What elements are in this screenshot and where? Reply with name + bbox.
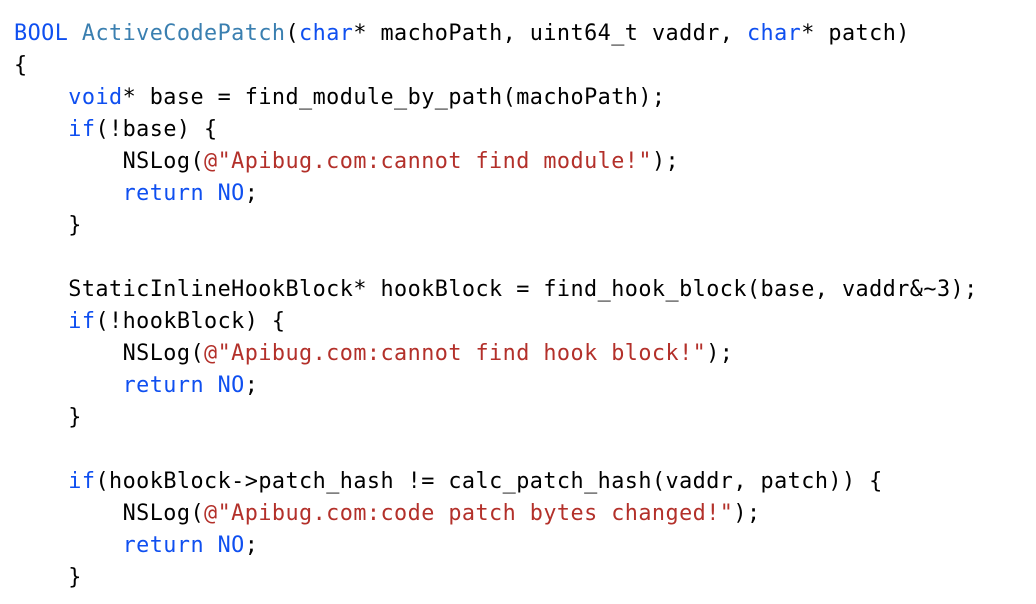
- function-name-token: ActiveCodePatch: [81, 21, 286, 46]
- code-token: [14, 373, 123, 398]
- code-line: }: [14, 402, 978, 434]
- code-token: [204, 533, 218, 558]
- string-literal-token: @"Apibug.com:cannot find hook block!": [204, 341, 707, 366]
- code-token: (: [285, 21, 300, 46]
- code-token: * machoPath, uint64_t vaddr,: [353, 21, 747, 46]
- code-token: }: [14, 213, 82, 238]
- code-token: );: [706, 341, 734, 366]
- code-token: [14, 181, 123, 206]
- code-token: (!base) {: [95, 117, 218, 142]
- code-line: NSLog(@"Apibug.com:code patch bytes chan…: [14, 498, 978, 530]
- code-token: [14, 85, 68, 110]
- code-token: );: [651, 149, 680, 174]
- code-token: );: [733, 501, 761, 526]
- code-line: if(!hookBlock) {: [14, 306, 978, 338]
- string-literal-token: @"Apibug.com:code patch bytes changed!": [204, 501, 734, 526]
- code-token: [14, 469, 68, 494]
- code-line: void* base = find_module_by_path(machoPa…: [14, 82, 978, 114]
- code-line: BOOL ActiveCodePatch(char* machoPath, ui…: [14, 18, 978, 50]
- code-line: return NO;: [14, 178, 978, 210]
- code-line: NSLog(@"Apibug.com:cannot find hook bloc…: [14, 338, 978, 370]
- keyword-token: if: [68, 117, 96, 142]
- code-token: }: [14, 405, 82, 430]
- code-token: [68, 21, 82, 46]
- code-line: if(hookBlock->patch_hash != calc_patch_h…: [14, 466, 978, 498]
- keyword-token: if: [68, 469, 96, 494]
- code-token: [14, 309, 68, 334]
- code-line: return NO;: [14, 370, 978, 402]
- code-line: [14, 242, 978, 274]
- code-token: NSLog(: [14, 341, 205, 366]
- code-token: ;: [244, 373, 259, 398]
- code-token: [204, 181, 218, 206]
- code-token: }: [14, 565, 82, 590]
- code-line: if(!base) {: [14, 114, 978, 146]
- keyword-token: NO: [217, 373, 245, 398]
- code-block: BOOL ActiveCodePatch(char* machoPath, ui…: [14, 18, 978, 594]
- code-token: NSLog(: [14, 149, 205, 174]
- code-token: {: [14, 53, 28, 78]
- code-token: ;: [244, 181, 259, 206]
- code-line: NSLog(@"Apibug.com:cannot find module!")…: [14, 146, 978, 178]
- code-token: (!hookBlock) {: [95, 309, 286, 334]
- code-token: ;: [244, 533, 259, 558]
- keyword-token: return: [122, 373, 205, 398]
- code-token: [204, 373, 218, 398]
- code-token: * patch): [801, 21, 910, 46]
- keyword-token: return: [122, 181, 205, 206]
- code-line: }: [14, 210, 978, 242]
- keyword-token: char: [299, 21, 354, 46]
- keyword-token: NO: [217, 533, 245, 558]
- code-line: {: [14, 50, 978, 82]
- keyword-token: if: [68, 309, 96, 334]
- code-token: [14, 533, 123, 558]
- code-token: NSLog(: [14, 501, 205, 526]
- code-line: }: [14, 562, 978, 594]
- code-token: (hookBlock->patch_hash != calc_patch_has…: [95, 469, 883, 494]
- string-literal-token: @"Apibug.com:cannot find module!": [204, 149, 652, 174]
- keyword-token: BOOL: [14, 21, 69, 46]
- keyword-token: NO: [217, 181, 245, 206]
- code-token: StaticInlineHookBlock* hookBlock = find_…: [14, 277, 978, 302]
- keyword-token: char: [746, 21, 802, 46]
- code-token: * base = find_module_by_path(machoPath);: [122, 85, 666, 110]
- keyword-token: return: [122, 533, 205, 558]
- code-line: StaticInlineHookBlock* hookBlock = find_…: [14, 274, 978, 306]
- code-token: [14, 117, 68, 142]
- code-line: return NO;: [14, 530, 978, 562]
- keyword-token: void: [68, 85, 123, 110]
- code-line: [14, 434, 978, 466]
